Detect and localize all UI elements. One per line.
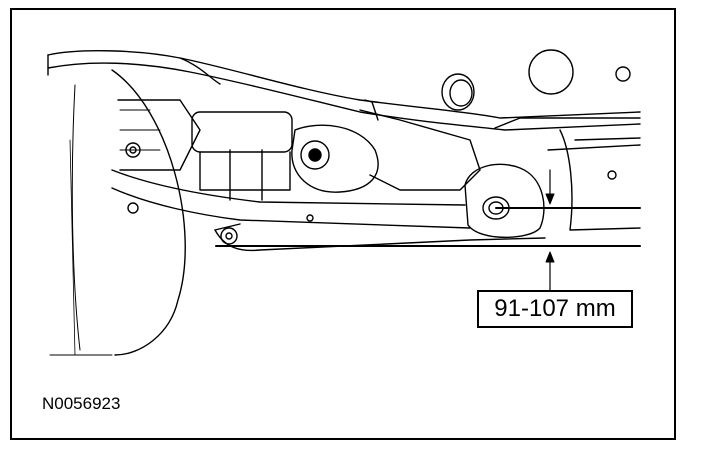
measurement-callout: 91-107 mm — [477, 290, 633, 328]
tire — [49, 69, 186, 356]
knuckle-assembly — [291, 99, 481, 193]
frame-rail — [547, 129, 641, 231]
measurement-label: 91-107 mm — [494, 295, 616, 322]
lower-control-arm — [111, 142, 546, 252]
vehicle-underbody — [47, 50, 641, 131]
body-holes — [441, 49, 631, 111]
lower-arm-bushing — [464, 163, 545, 239]
upper-components — [117, 99, 293, 201]
figure-id: N0056923 — [42, 394, 121, 413]
measurement-indicators — [215, 169, 641, 291]
